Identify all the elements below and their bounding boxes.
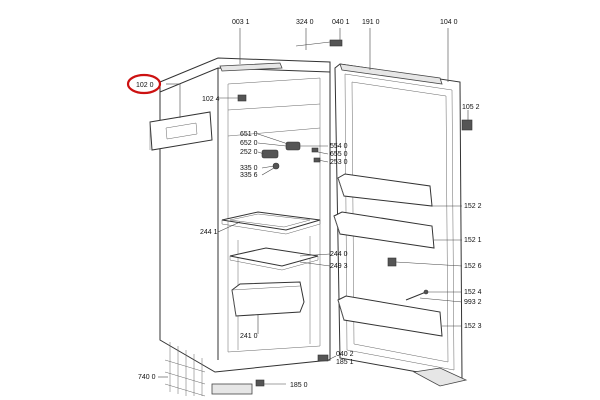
leader-lines [158, 28, 463, 385]
label-335-6: 335 6 [240, 172, 258, 179]
cabinet-body [159, 57, 331, 397]
label-993-2: 993 2 [464, 299, 482, 306]
glass-shelf-upper[interactable] [221, 211, 321, 235]
door-bin-bottom[interactable] [337, 295, 443, 337]
top-hinge[interactable] [295, 39, 343, 47]
ice-tray[interactable] [412, 367, 468, 387]
label-152-2: 152 2 [464, 203, 482, 210]
label-191-0: 191 0 [362, 19, 380, 26]
label-102-4: 102 4 [202, 96, 220, 103]
label-152-6: 152 6 [464, 263, 482, 270]
door-bin-top[interactable] [337, 173, 433, 207]
label-152-3: 152 3 [464, 323, 482, 330]
label-152-4: 152 4 [464, 289, 482, 296]
label-185-1: 185 1 [336, 359, 354, 366]
label-651-0: 651 0 [240, 131, 258, 138]
label-244-1: 244 1 [200, 229, 218, 236]
label-554-0: 554 0 [330, 143, 348, 150]
label-252-0: 252 0 [240, 149, 258, 156]
label-249-3: 249 3 [330, 263, 348, 270]
label-102-0[interactable]: 102 0 [136, 82, 154, 89]
label-740-0: 740 0 [138, 374, 156, 381]
label-040-2: 040 2 [336, 351, 354, 358]
fridge-door[interactable] [334, 63, 463, 381]
thermostat-assembly[interactable] [261, 141, 321, 170]
label-152-1: 152 1 [464, 237, 482, 244]
label-655-0: 655 0 [330, 151, 348, 158]
label-185-0: 185 0 [290, 382, 308, 389]
door-hinge-top[interactable] [461, 110, 473, 131]
label-335-0: 335 0 [240, 165, 258, 172]
label-253-0: 253 0 [330, 159, 348, 166]
freezer-door[interactable] [149, 111, 213, 151]
label-040-1: 040 1 [332, 19, 350, 26]
door-bin-middle[interactable] [333, 211, 435, 249]
label-105-2: 105 2 [462, 104, 480, 111]
label-003-1: 003 1 [232, 19, 250, 26]
crisper-drawer[interactable] [231, 281, 305, 317]
bottom-hinge[interactable] [255, 354, 329, 387]
label-104-0: 104 0 [440, 19, 458, 26]
highlight-ellipse [126, 73, 162, 95]
label-652-0: 652 0 [240, 140, 258, 147]
label-324-0: 324 0 [296, 19, 314, 26]
callout-labels: 003 1 324 0 040 1 191 0 104 0 102 0 102 … [136, 19, 482, 389]
glass-shelf-lower[interactable] [229, 247, 319, 271]
label-241-0: 241 0 [240, 333, 258, 340]
bottle-clip[interactable] [387, 257, 397, 267]
light-switch[interactable] [237, 94, 247, 102]
label-244-0: 244 0 [330, 251, 348, 258]
